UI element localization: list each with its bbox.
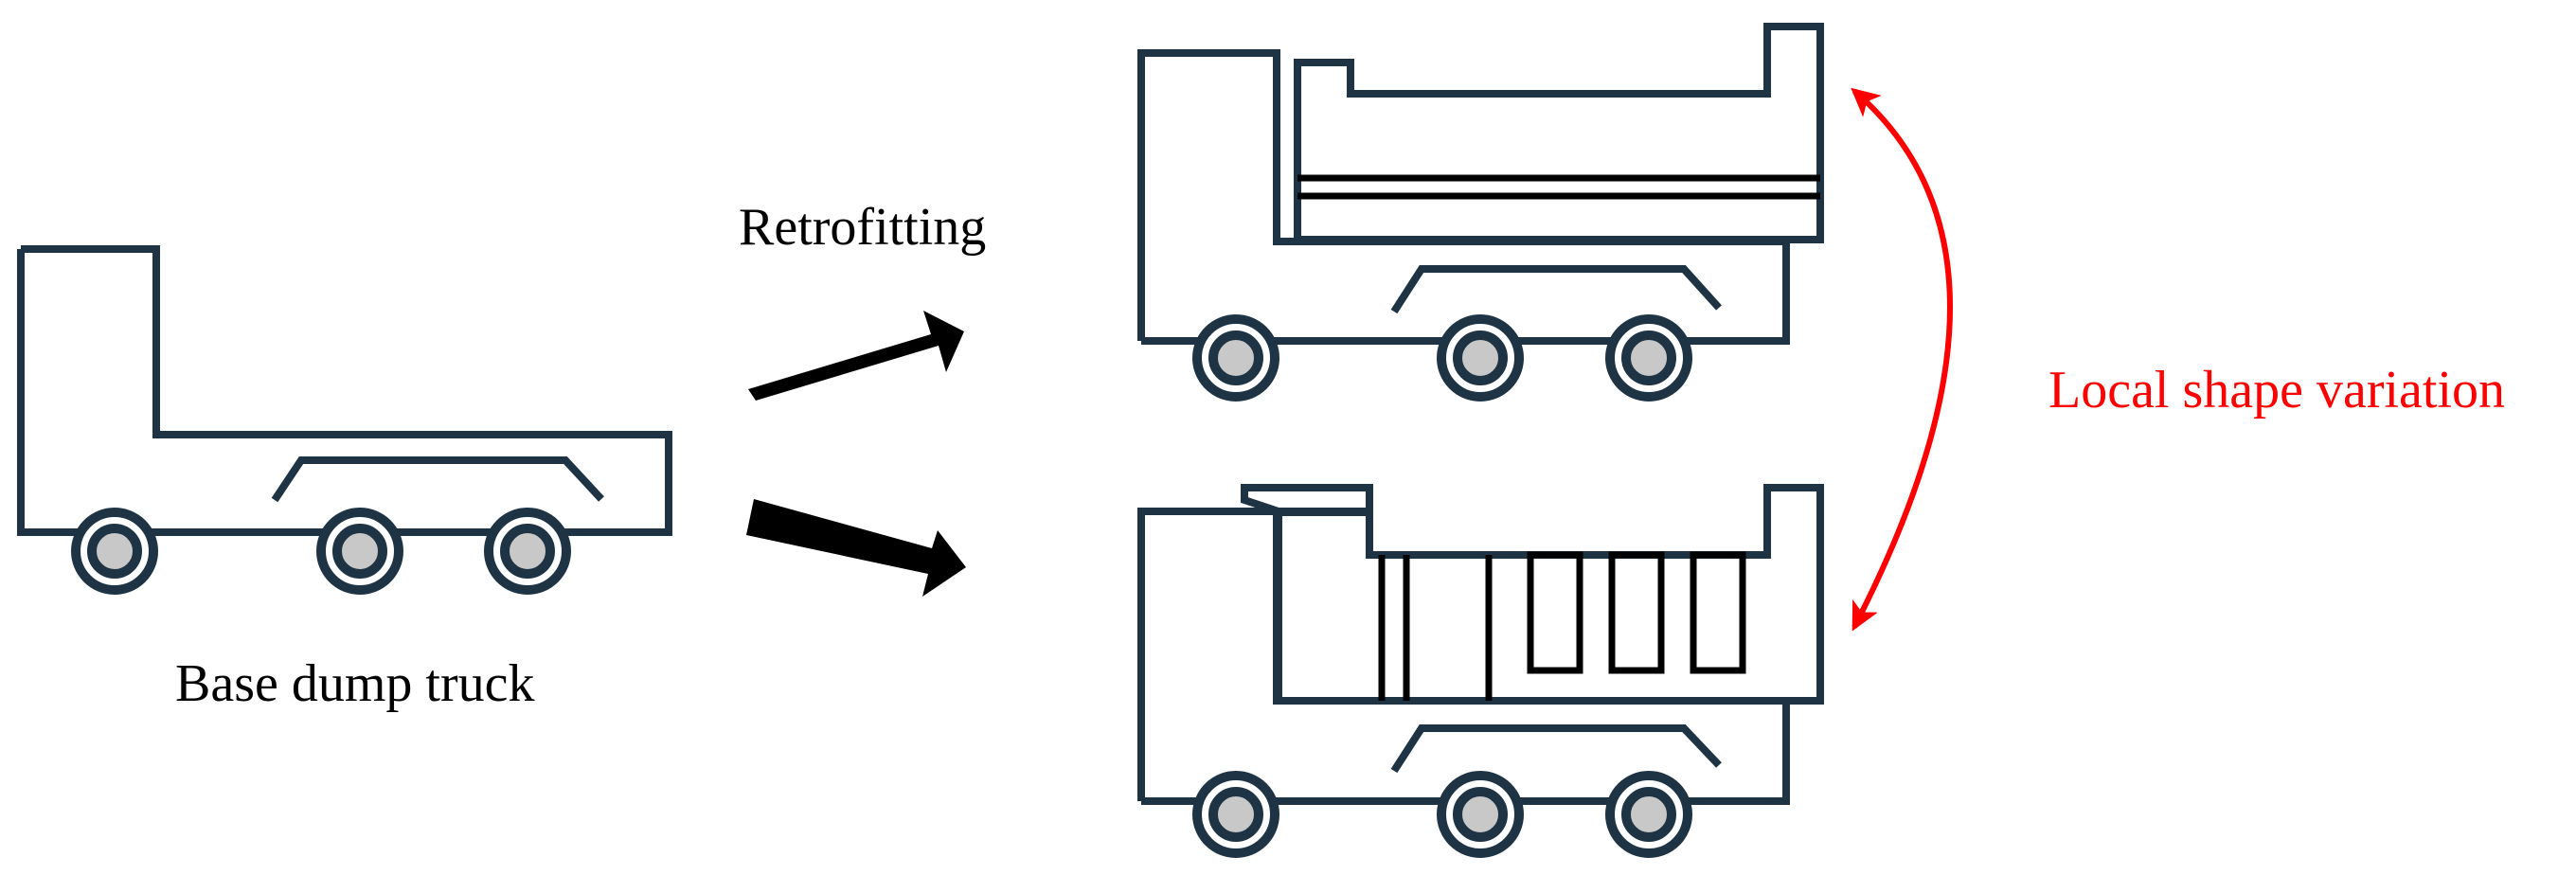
truck2-fender [1390, 724, 1722, 774]
retrofitting-label: Retrofitting [739, 198, 987, 257]
retrofit-truck-ribbed-body-icon [1137, 484, 1824, 858]
truck2-headboard-visor [1241, 484, 1373, 515]
truck2-wheel [1437, 771, 1524, 858]
truck2-panel [1608, 551, 1665, 674]
retrofit-truck-flat-body-icon [1137, 23, 1824, 402]
base-truck-chassis [17, 245, 672, 536]
base-truck-wheel [484, 508, 571, 595]
block-arrow-icon [746, 499, 966, 597]
block-arrow-icon [748, 311, 964, 401]
variation-label: Local shape variation [2048, 361, 2506, 420]
truck2-body [1275, 484, 1824, 705]
truck1-wheel [1192, 314, 1279, 402]
base-truck-wheel [71, 508, 158, 595]
base-truck-label: Base dump truck [175, 654, 535, 713]
truck1-fender [1390, 265, 1722, 314]
truck1-wheel [1605, 314, 1692, 402]
base-truck-fender [271, 456, 604, 503]
base-truck-icon [17, 245, 672, 595]
truck1-wheel [1437, 314, 1524, 402]
truck1-body [1294, 23, 1824, 243]
truck1-chassis [1137, 49, 1790, 345]
truck2-wheel [1605, 771, 1692, 858]
double-headed-curved-arrow-icon [1851, 87, 1953, 632]
truck2-panel [1690, 551, 1746, 674]
base-truck-wheel [316, 508, 403, 595]
truck2-wheel [1192, 771, 1279, 858]
truck2-panel [1527, 551, 1583, 674]
